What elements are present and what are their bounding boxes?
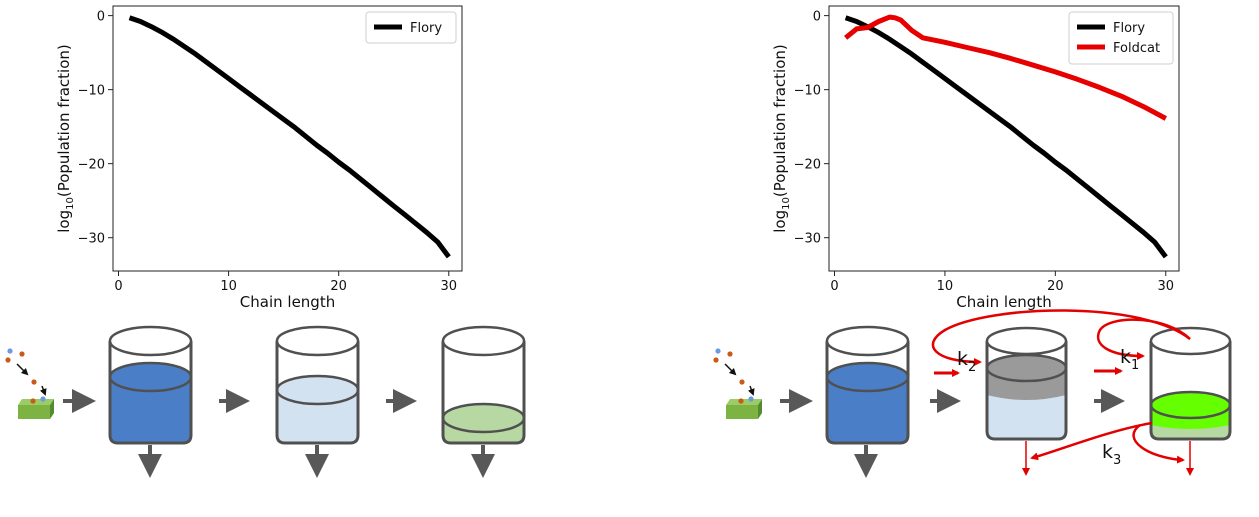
monomer-dot	[7, 348, 13, 354]
legend-label-foldcat: Foldcat	[1113, 41, 1160, 56]
monomer-dot	[738, 398, 744, 404]
plot-frame	[828, 5, 1180, 272]
feedback-arrow-k2	[931, 309, 1191, 366]
reaction-arrow	[39, 385, 47, 396]
monomer-dot	[715, 348, 721, 354]
legend-box	[365, 11, 457, 44]
reactor-beaker-2	[275, 325, 360, 445]
reactor-beaker-a	[825, 325, 910, 445]
x-tick-label: 10	[220, 279, 237, 294]
reactor-beaker-b	[985, 326, 1068, 441]
rate-label-k2: k2	[957, 348, 976, 375]
legend-label-flory: Flory	[410, 21, 442, 36]
monomer-dot	[5, 357, 11, 363]
decay-arrow-right	[1132, 424, 1185, 464]
reactant-surface-icon	[5, 348, 54, 419]
diagram-right: k2 k1 k3	[713, 309, 1232, 478]
x-tick-label: 20	[330, 279, 347, 294]
monomer-dot	[40, 396, 46, 402]
rate-label-k3: k3	[1102, 441, 1121, 468]
x-tick-label: 30	[441, 279, 458, 294]
y-tick-label: −30	[794, 232, 821, 247]
reactor-beaker-c	[1149, 326, 1232, 441]
x-tick-label: 0	[114, 279, 122, 294]
x-axis-label: Chain length	[240, 293, 335, 311]
diagram-left	[5, 325, 526, 478]
legend: Flory	[365, 11, 457, 44]
monomer-dot	[30, 398, 36, 404]
legend-box	[1068, 11, 1174, 65]
y-tick-label: 0	[97, 10, 105, 25]
reactor-beaker-3	[441, 325, 526, 445]
x-axis-label: Chain length	[956, 293, 1051, 311]
y-tick-label: −20	[794, 158, 821, 173]
monomer-dot	[748, 396, 754, 402]
feedback-arrow-k1	[1097, 318, 1191, 360]
y-axis-label: log10(Population fraction)	[771, 44, 792, 233]
y-tick-label: −20	[78, 158, 105, 173]
monomer-dot	[739, 379, 745, 385]
monomer-dot	[727, 351, 733, 357]
monomer-dot	[713, 357, 719, 363]
x-tick-label: 20	[1047, 279, 1064, 294]
x-tick-label: 0	[830, 279, 838, 294]
series-line-flory	[128, 15, 451, 259]
legend-label-flory: Flory	[1113, 21, 1145, 36]
series-line-foldcat	[844, 14, 1167, 121]
monomer-dot	[19, 351, 25, 357]
monomer-dot	[31, 379, 37, 385]
plot-frame	[112, 5, 463, 272]
rate-label-k1: k1	[1120, 346, 1139, 373]
reactant-surface-icon	[713, 348, 762, 419]
series-line-flory	[844, 15, 1168, 259]
y-tick-label: −10	[78, 84, 105, 99]
reactor-beaker-1	[108, 325, 193, 445]
y-tick-label: −30	[78, 232, 105, 247]
x-tick-label: 30	[1157, 279, 1174, 294]
y-axis-label: log10(Population fraction)	[55, 44, 76, 233]
x-tick-label: 10	[937, 279, 954, 294]
reaction-arrow	[747, 385, 755, 396]
reaction-arrow	[16, 363, 29, 376]
reaction-arrow	[724, 363, 737, 376]
y-tick-label: 0	[813, 10, 821, 25]
y-tick-label: −10	[794, 84, 821, 99]
